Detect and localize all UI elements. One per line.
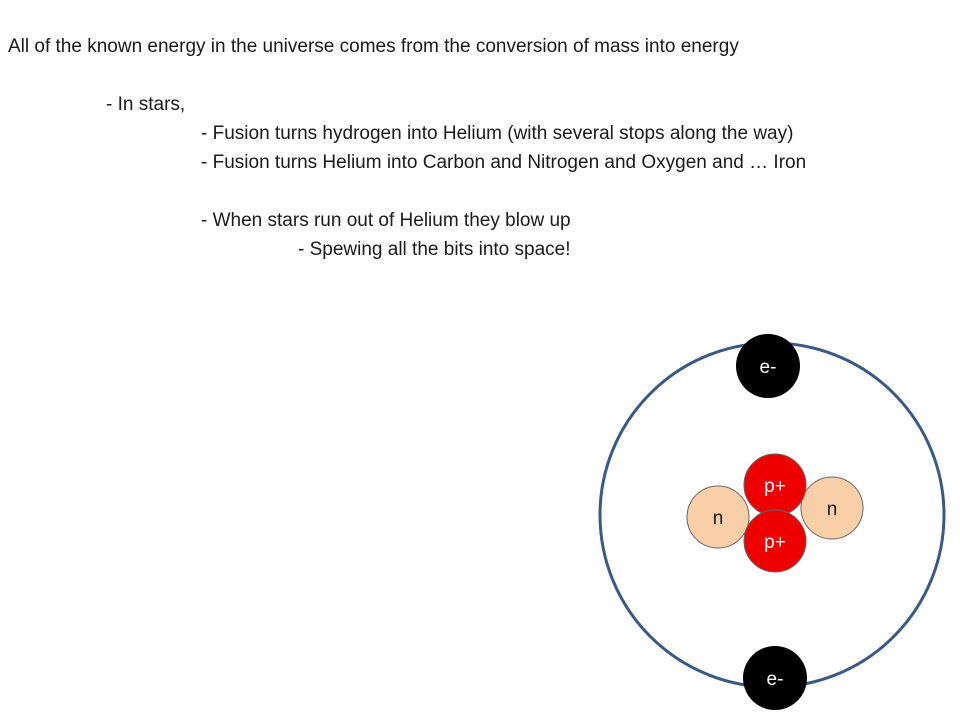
- neutron-left-circle: [686, 485, 750, 549]
- neutron-right-circle: [800, 476, 864, 540]
- electron-bottom-label: e-: [767, 669, 784, 690]
- proton-top-label: p+: [764, 476, 786, 497]
- slide-text: All of the known energy in the universe …: [8, 32, 948, 264]
- neutron-right: n: [800, 476, 864, 540]
- electron-bottom: e-: [743, 646, 807, 710]
- intro-line: All of the known energy in the universe …: [8, 36, 739, 57]
- neutron-left-label: n: [713, 508, 724, 529]
- proton-bottom-circle: [743, 509, 807, 573]
- proton-bottom-label: p+: [764, 532, 786, 553]
- bullet-in-stars: - In stars,: [106, 94, 186, 115]
- bullet-stars-blow-up: - When stars run out of Helium they blow…: [201, 210, 571, 231]
- electron-top-circle: [736, 334, 800, 398]
- neutron-left: n: [686, 485, 750, 549]
- proton-bottom: p+: [743, 509, 807, 573]
- bullet-fusion-helium: - Fusion turns Helium into Carbon and Ni…: [201, 152, 807, 173]
- neutron-right-label: n: [827, 499, 838, 520]
- bullet-spewing-bits: - Spewing all the bits into space!: [298, 239, 571, 260]
- bullet-fusion-hydrogen: - Fusion turns hydrogen into Helium (wit…: [201, 123, 794, 144]
- electron-bottom-circle: [743, 646, 807, 710]
- electron-top: e-: [736, 334, 800, 398]
- electron-top-label: e-: [760, 357, 777, 378]
- proton-top: p+: [743, 453, 807, 517]
